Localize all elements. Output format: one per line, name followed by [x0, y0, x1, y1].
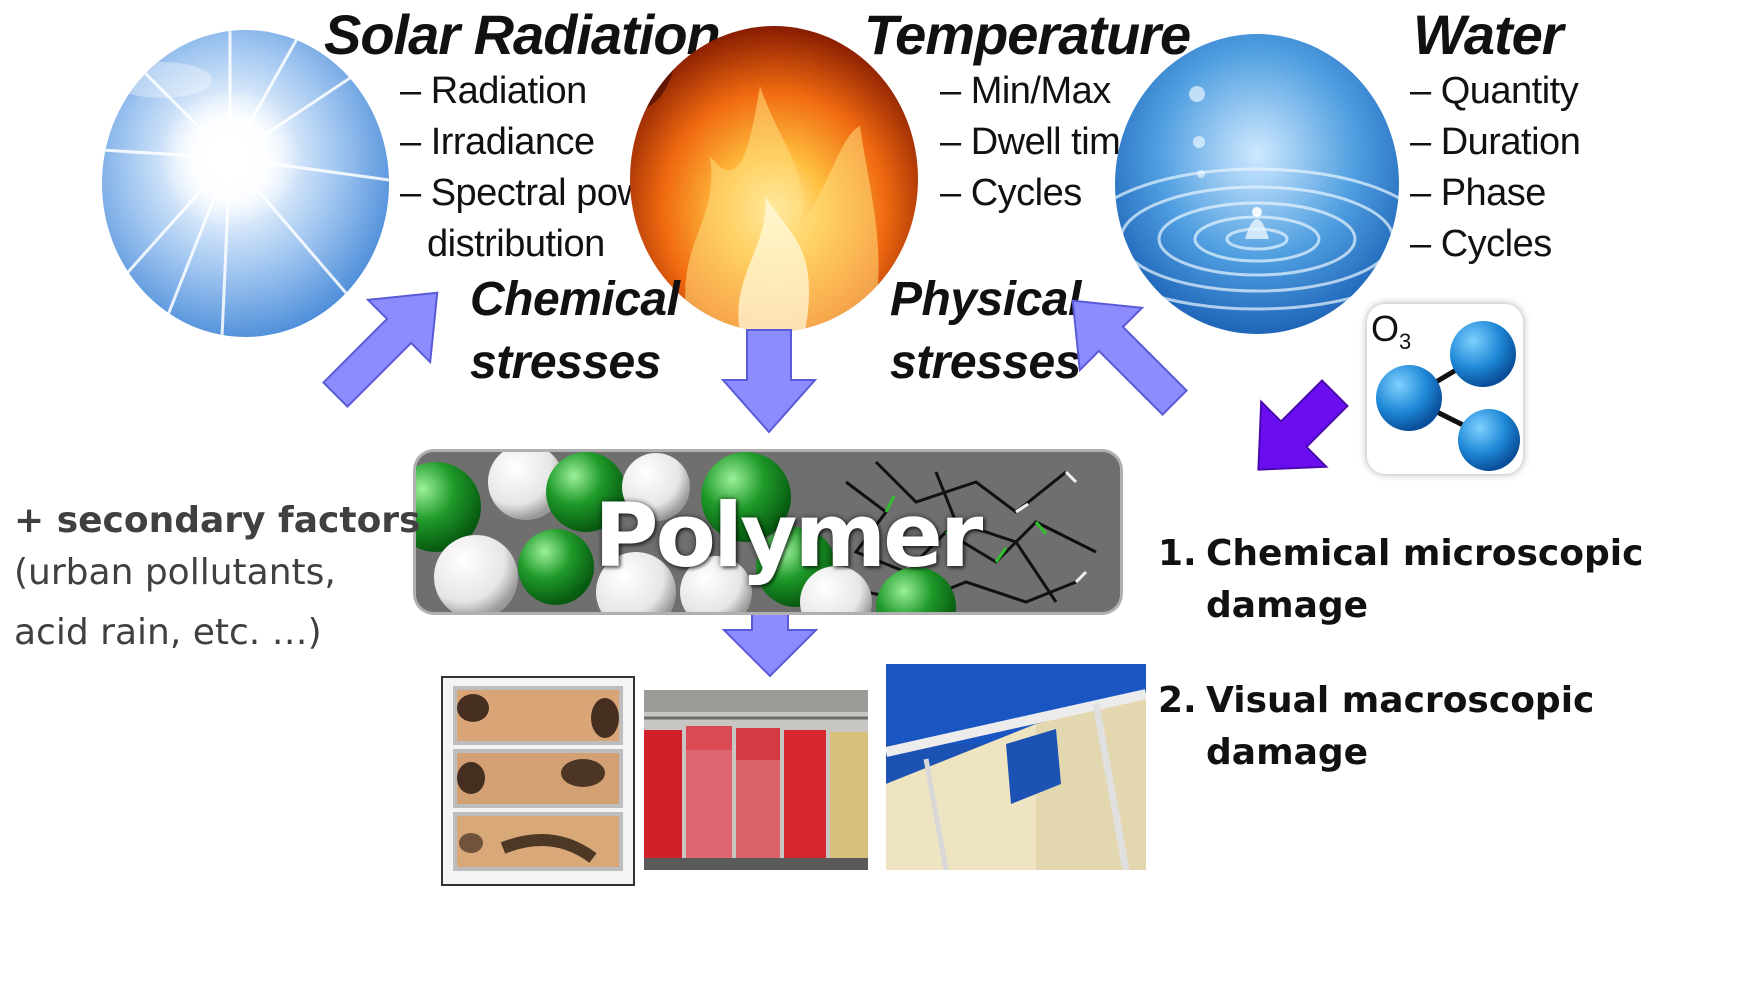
ozone-molecule-card: O3	[1367, 304, 1523, 474]
secondary-factors-line-1: (urban pollutants,	[14, 552, 336, 593]
arrow-ozone-to-polymer	[1257, 379, 1349, 471]
arrow-water-to-polymer	[1071, 299, 1189, 417]
damage-number: 1.	[1158, 533, 1197, 574]
solar-item-irradiance: – Irradiance	[400, 121, 595, 163]
arrow-polymer-to-damage	[721, 607, 819, 678]
damage-item-chemical: 1. Chemical microscopic damage	[1158, 525, 1643, 641]
polymer-molecule-image	[416, 452, 1120, 612]
arrow-solar-to-polymer	[321, 291, 439, 409]
damage-number: 2.	[1158, 680, 1197, 721]
ozone-label: O3	[1371, 308, 1412, 355]
damage-item-visual: 2. Visual macroscopic damage	[1158, 672, 1594, 788]
water-item-phase: – Phase	[1410, 172, 1546, 214]
temperature-title: Temperature	[864, 3, 1191, 66]
railing-photo	[886, 664, 1146, 870]
temperature-item-cycles: – Cycles	[940, 172, 1082, 214]
water-image	[1115, 34, 1399, 334]
solar-item-radiation: – Radiation	[400, 70, 587, 112]
water-item-duration: – Duration	[1410, 121, 1581, 163]
sun-image	[102, 30, 389, 337]
weathered-panels-photo	[644, 690, 868, 870]
temperature-item-minmax: – Min/Max	[940, 70, 1111, 112]
water-list: – Quantity – Duration – Phase – Cycles	[1410, 66, 1581, 270]
ozone-molecule-icon	[1376, 321, 1520, 471]
chemical-stresses-label: Chemical stresses	[470, 273, 680, 389]
polymer-label: Polymer	[594, 484, 983, 587]
damage-line: Visual macroscopic	[1206, 680, 1595, 721]
solar-radiation-list: – Radiation – Irradiance – Spectral powe…	[400, 66, 678, 270]
arrow-temperature-to-polymer	[720, 329, 818, 434]
water-item-cycles: – Cycles	[1410, 223, 1552, 265]
secondary-factors: + secondary factors (urban pollutants, a…	[14, 500, 420, 663]
secondary-factors-title: + secondary factors	[14, 500, 421, 541]
water-item-quantity: – Quantity	[1410, 70, 1579, 112]
solar-item-distribution: distribution	[427, 223, 605, 265]
polymer-box: Polymer	[416, 452, 1120, 612]
water-title: Water	[1413, 3, 1564, 66]
damage-line: damage	[1206, 732, 1369, 773]
physical-stresses-label: Physical stresses	[890, 273, 1081, 389]
solar-radiation-title: Solar Radiation	[324, 3, 721, 66]
damage-line: damage	[1206, 585, 1369, 626]
secondary-factors-line-2: acid rain, etc. …)	[14, 612, 322, 653]
damage-line: Chemical microscopic	[1206, 533, 1644, 574]
degraded-samples-photo	[441, 676, 635, 886]
